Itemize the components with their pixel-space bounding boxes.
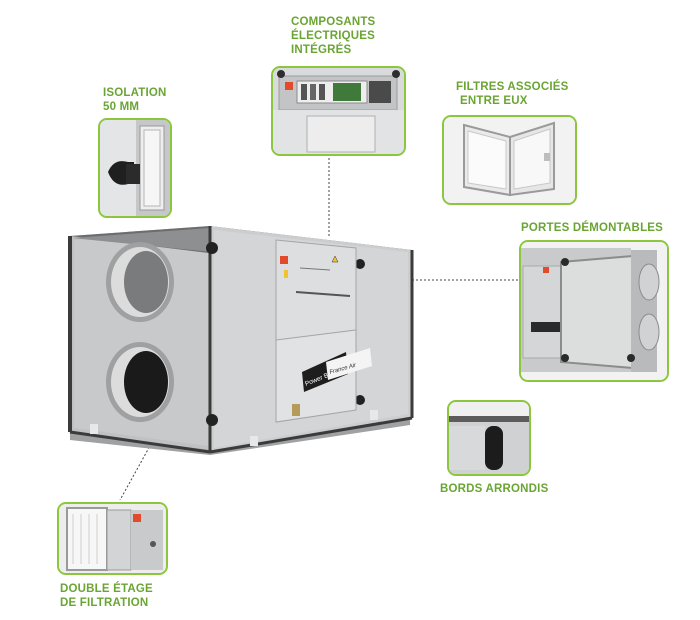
insulation-illustration [100, 120, 170, 216]
label-portes-demontables: PORTES DÉMONTABLES [521, 222, 664, 234]
thumb-filters [442, 115, 577, 205]
label-isolation: ISOLATION 50 MM [103, 87, 167, 113]
filters-illustration [444, 117, 575, 203]
rounded-edge-illustration [449, 402, 529, 474]
label-composants-electriques: COMPOSANTS ÉLECTRIQUES INTÉGRÉS [291, 16, 376, 56]
label-filtres-associes: FILTRES ASSOCIÉS ENTRE EUX [456, 81, 569, 107]
label-double-etage: DOUBLE ÉTAGE DE FILTRATION [60, 583, 153, 609]
label-bords-arrondis: BORDS ARRONDIS [440, 483, 549, 495]
double-filtration-illustration [59, 504, 166, 573]
thumb-double-filtration [57, 502, 168, 575]
thumb-rounded-edges [447, 400, 531, 476]
electrical-panel-illustration [273, 68, 404, 154]
removable-door-illustration [521, 242, 667, 380]
unit-body: Power Box France Air [68, 226, 414, 455]
thumb-electrical-components [271, 66, 406, 156]
thumb-insulation [98, 118, 172, 218]
thumb-removable-doors [519, 240, 669, 382]
